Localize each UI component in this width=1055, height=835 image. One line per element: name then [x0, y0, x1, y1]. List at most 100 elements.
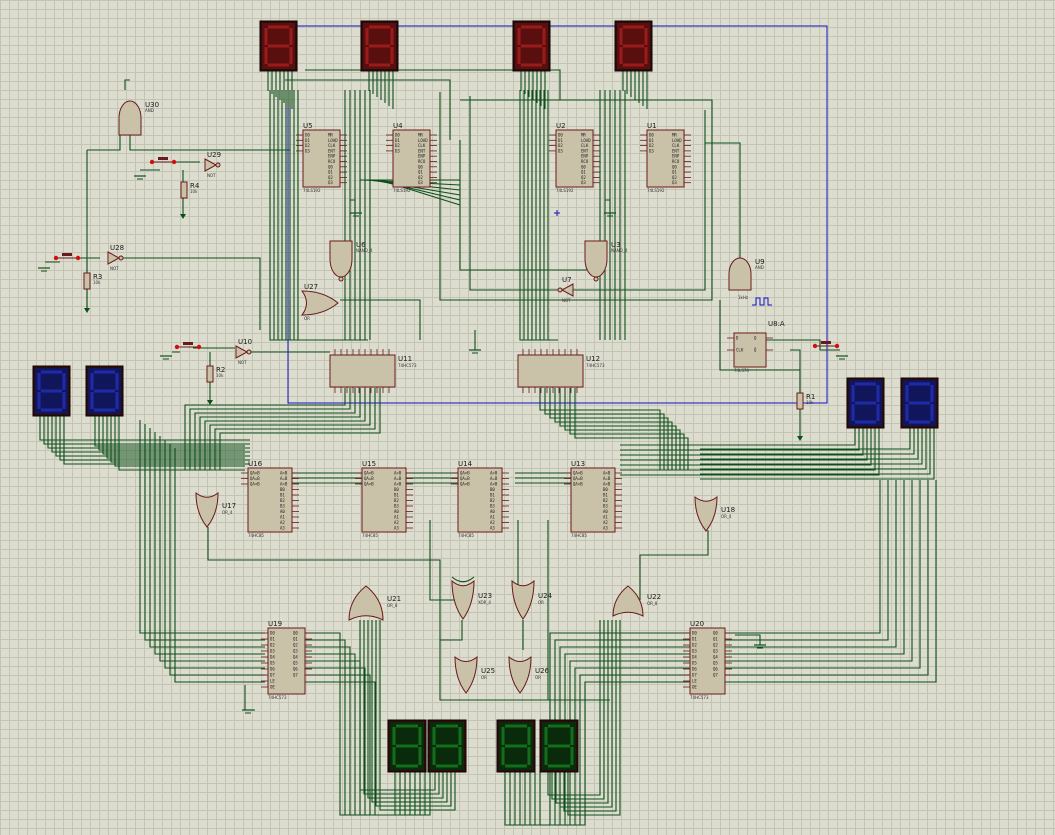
- counter-u2[interactable]: U274LS192D0D1D2D3MRLOADCLKENTENPRCOQ0Q1Q…: [549, 122, 600, 193]
- display-segment: [548, 744, 570, 748]
- display-segment: [90, 392, 94, 409]
- pushbutton-reset[interactable]: [53, 253, 81, 261]
- driver-u19[interactable]: U1974HC573D0D1D2D3D4D5D6D7LEOEQ0Q1Q2Q3Q4…: [261, 620, 312, 700]
- pin-label: D5: [270, 661, 275, 666]
- pin-label: A>B: [490, 471, 498, 476]
- counter-u4[interactable]: U474LS192D0D1D2D3MRLOADCLKENTENPRCOQ0Q1Q…: [386, 122, 437, 193]
- pin-label: A1: [603, 515, 608, 520]
- pin-label: OE: [692, 685, 697, 690]
- component-part: 74HC85: [571, 533, 587, 538]
- component-part: 74HC85: [248, 533, 264, 538]
- display-segment: [62, 373, 66, 390]
- pin-label: D2: [649, 143, 654, 148]
- pin-label: A0: [603, 509, 608, 514]
- pin-label: D1: [395, 138, 400, 143]
- component-ref: U21: [387, 595, 401, 603]
- component-ref: R1: [806, 393, 815, 401]
- display-segment: [876, 385, 880, 402]
- pin-label: B3: [280, 504, 285, 509]
- pin-label: QA=B: [250, 476, 260, 481]
- pin-label: Q1: [293, 637, 298, 642]
- display-segment: [390, 47, 394, 64]
- pin-label: D7: [270, 673, 275, 678]
- component-part: OR_8: [387, 603, 398, 608]
- display-segment: [268, 44, 289, 48]
- pin-label: A>B: [280, 471, 288, 476]
- pin-label: D3: [692, 649, 697, 654]
- pin-label: ENT: [581, 148, 589, 153]
- component-ref: U20: [690, 620, 704, 628]
- pin-label: QA>B: [250, 471, 260, 476]
- component-ref: U27: [304, 283, 318, 291]
- display-segment: [115, 392, 119, 409]
- pin-label: RCO: [581, 159, 589, 164]
- pin-label: D0: [649, 133, 654, 138]
- pin-label: QA=B: [573, 476, 583, 481]
- comparator-u14[interactable]: U1474HC85QA>BQA=BQA<BA>BA=BA<BB0B1B2B3A0…: [451, 460, 509, 538]
- display-segment: [436, 744, 458, 748]
- pin-label: A>B: [603, 471, 611, 476]
- counter-u5[interactable]: U574LS192D0D1D2D3MRLOADCLKENTENPRCOQ0Q1Q…: [296, 122, 347, 193]
- pin-label: Q3: [328, 180, 333, 185]
- comparator-u13[interactable]: U1374HC85QA>BQA=BQA<BA>BA=BA<BB0B1B2B3A0…: [564, 460, 622, 538]
- pin-label: A2: [490, 520, 495, 525]
- component-ref: U29: [207, 151, 221, 159]
- display-segment: [365, 47, 369, 64]
- display-segment: [930, 385, 934, 402]
- pin-label: OE: [270, 685, 275, 690]
- comparator-u16[interactable]: U1674HC85QA>BQA=BQA<BA>BA=BA<BB0B1B2B3A0…: [241, 460, 299, 538]
- comparator-u15[interactable]: U1574HC85QA>BQA=BQA<BA>BA=BA<BB0B1B2B3A0…: [355, 460, 413, 538]
- pushbutton-start[interactable]: [149, 157, 177, 165]
- pin-label: D6: [692, 667, 697, 672]
- driver-u20[interactable]: U2074HC573D0D1D2D3D4D5D6D7LEOEQ0Q1Q2Q3Q4…: [683, 620, 732, 700]
- display-segment: [392, 747, 396, 765]
- counter-u1[interactable]: U174LS192D0D1D2D3MRLOADCLKENTENPRCOQ0Q1Q…: [640, 122, 691, 193]
- pin-label: Q1: [713, 637, 718, 642]
- display-segment: [542, 47, 546, 64]
- pin-label: A=B: [603, 476, 611, 481]
- pin-label: A0: [490, 509, 495, 514]
- pushbutton-clear[interactable]: [812, 341, 840, 349]
- component-part: NOT: [207, 173, 216, 178]
- clock-source[interactable]: 1kHz: [738, 295, 772, 306]
- pin-label: D2: [692, 643, 697, 648]
- pin-label: Q̄: [754, 348, 757, 353]
- pushbutton-set[interactable]: [174, 342, 202, 350]
- pin-label: A>B: [394, 471, 402, 476]
- display-segment: [268, 63, 289, 67]
- pin-label: CLK: [672, 143, 680, 148]
- seven-segment-display: [900, 377, 939, 429]
- pin-label: Q5: [293, 661, 298, 666]
- pin-label: D4: [270, 655, 275, 660]
- component-part: 74HC573: [268, 695, 287, 700]
- pin-label: Q2: [672, 175, 677, 180]
- component-part: NAND_4: [356, 248, 373, 253]
- display-segment: [644, 28, 648, 45]
- pin-label: MR: [418, 133, 423, 138]
